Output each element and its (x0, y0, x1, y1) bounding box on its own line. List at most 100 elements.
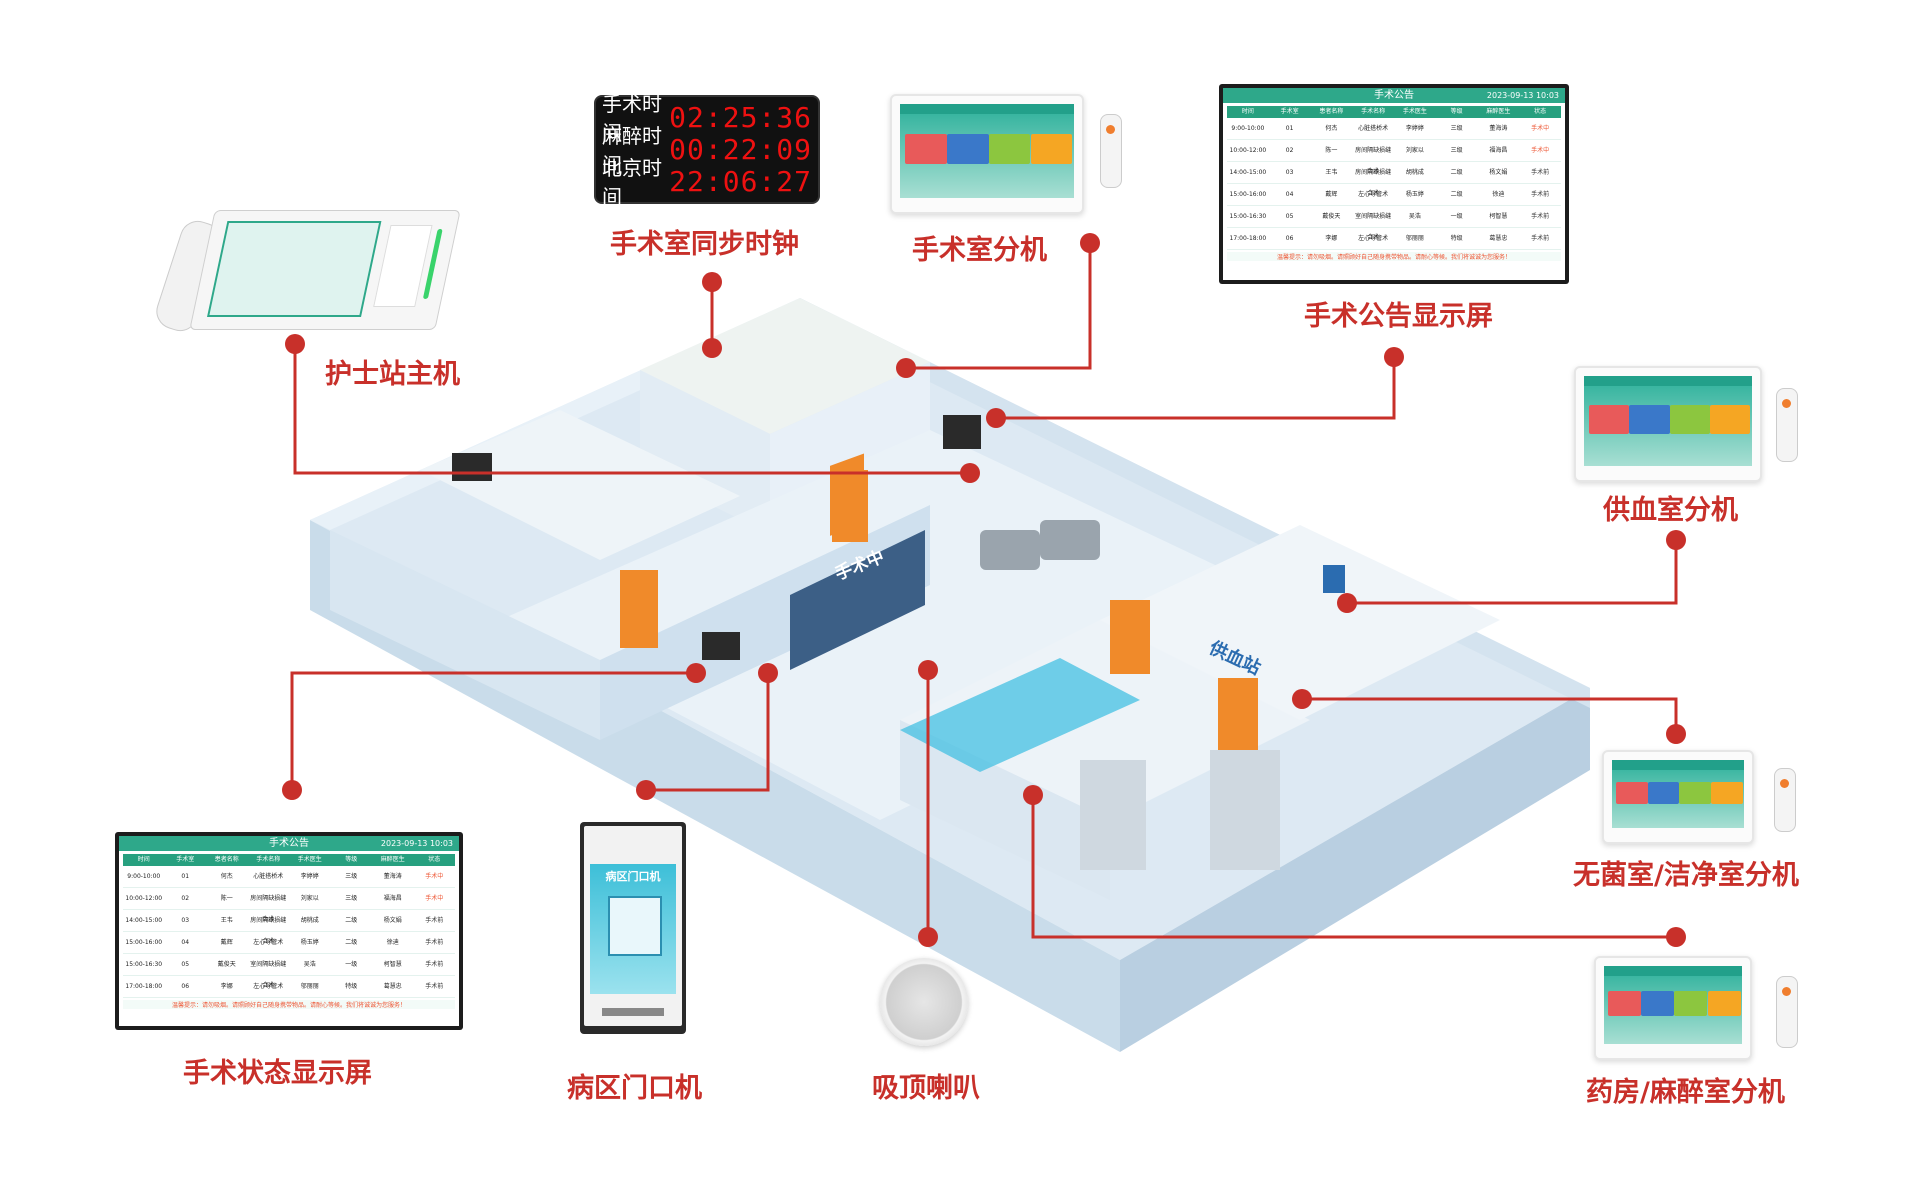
table-cell: 一级 (345, 961, 358, 968)
table-cell: 柯智慧 (1489, 213, 1508, 220)
or-extension-label: 手术室分机 (912, 235, 1047, 266)
table-cell: 刘家以 (300, 895, 319, 902)
table-cell: 王韦 (220, 917, 233, 924)
col-header: 手术名称 (1361, 108, 1386, 115)
table-cell: 董海涛 (1489, 125, 1508, 132)
clock-name: 麻醉时间 (602, 124, 662, 177)
table-cell: 陈一 (220, 895, 233, 902)
ceiling-speaker-label: 吸顶喇叭 (872, 1073, 980, 1104)
table-cell: 03 (1285, 169, 1294, 176)
ceiling-speaker-icon (880, 958, 968, 1046)
table-cell: 二级 (345, 917, 358, 924)
table-cell: 李婷婷 (1405, 125, 1424, 132)
status-cell: 手术前 (1531, 169, 1550, 176)
table-cell: 17:00-18:00 (125, 983, 163, 990)
table-cell: 三级 (345, 895, 358, 902)
col-header: 患者名称 (1319, 108, 1344, 115)
blood-room-tablet (1574, 366, 1762, 482)
col-header: 等级 (345, 856, 358, 863)
table-cell: 9:00-10:00 (127, 873, 161, 880)
table-cell: 戴辉 (1325, 191, 1338, 198)
table-cell: 何杰 (220, 873, 233, 880)
table-cell: 02 (181, 895, 190, 902)
table-cell: 杨文娟 (1489, 169, 1508, 176)
table-cell: 室间隔缺损缝合术 (1355, 213, 1392, 241)
door-terminal-title: 病区门口机 (605, 870, 661, 883)
table-cell: 戴俊天 (1322, 213, 1341, 220)
table-cell: 05 (1285, 213, 1294, 220)
door-terminal-device: 病区门口机 (580, 822, 686, 1034)
table-cell: 二级 (1450, 191, 1463, 198)
table-cell: 福海昌 (383, 895, 402, 902)
door-terminal-label: 病区门口机 (567, 1073, 702, 1104)
status-screen-label: 手术状态显示屏 (183, 1058, 372, 1089)
col-header: 状态 (1534, 108, 1547, 115)
col-header: 手术室 (176, 856, 195, 863)
col-header: 麻醉医生 (380, 856, 405, 863)
table-cell: 戴辉 (220, 939, 233, 946)
table-cell: 一级 (1450, 213, 1463, 220)
table-cell: 陈一 (1325, 147, 1338, 154)
nurse-station-label: 护士站主机 (325, 359, 460, 390)
col-header: 等级 (1450, 108, 1463, 115)
table-cell: 房间隔缺损缝合术 (1355, 147, 1392, 175)
col-header: 时间 (137, 856, 150, 863)
screen-tip: 温馨提示：请勿吸烟。请照顾好自己随身携带物品。请耐心等候。我们将诚诚为您服务！ (1227, 252, 1561, 261)
status-cell: 手术前 (1531, 235, 1550, 242)
table-cell: 06 (181, 983, 190, 990)
table-cell: 邬丽丽 (1405, 235, 1424, 242)
sterile-room-tablet (1602, 750, 1754, 844)
or-extension-tablet (890, 94, 1084, 214)
table-cell: 04 (181, 939, 190, 946)
table-cell: 14:00-15:00 (1229, 169, 1267, 176)
table-cell: 胡桃成 (1405, 169, 1424, 176)
table-cell: 徐迪 (386, 939, 399, 946)
table-cell: 胡桃成 (300, 917, 319, 924)
table-cell: 14:00-15:00 (125, 917, 163, 924)
table-cell: 15:00-16:30 (1229, 213, 1267, 220)
screen-title: 手术公告 (1374, 90, 1414, 101)
leader-lines (290, 243, 1678, 939)
table-cell: 04 (1285, 191, 1294, 198)
table-cell: 三级 (1450, 125, 1463, 132)
status-cell: 手术前 (1531, 191, 1550, 198)
clock-value: 00:22:09 (669, 132, 812, 166)
announce-screen-label: 手术公告显示屏 (1304, 301, 1493, 332)
table-cell: 01 (1285, 125, 1294, 132)
status-cell: 手术前 (425, 983, 444, 990)
table-cell: 吴浩 (303, 961, 316, 968)
pharmacy-room-tablet (1594, 956, 1752, 1060)
screen-date: 2023-09-13 10:03 (1486, 91, 1559, 100)
table-cell: 17:00-18:00 (1229, 235, 1267, 242)
table-cell: 徐迪 (1492, 191, 1505, 198)
table-cell: 二级 (1450, 169, 1463, 176)
table-cell: 王韦 (1325, 169, 1338, 176)
table-cell: 李婷婷 (300, 873, 319, 880)
call-handset-icon (1774, 768, 1796, 832)
table-cell: 葛慧忠 (1489, 235, 1508, 242)
table-cell: 杨玉婷 (300, 939, 319, 946)
status-cell: 手术前 (425, 961, 444, 968)
status-cell: 手术前 (1531, 213, 1550, 220)
table-cell: 室间隔缺损缝合术 (250, 961, 287, 989)
status-cell: 手术前 (425, 917, 444, 924)
table-cell: 二级 (345, 939, 358, 946)
table-cell: 福海昌 (1489, 147, 1508, 154)
nurse-station-device (151, 190, 461, 336)
call-handset-icon (1100, 114, 1122, 188)
table-cell: 李娜 (1325, 235, 1338, 242)
table-cell: 9:00-10:00 (1231, 125, 1265, 132)
status-cell: 手术中 (1531, 125, 1550, 132)
table-cell: 三级 (1450, 147, 1463, 154)
table-cell: 心脏搭桥术 (1358, 125, 1389, 132)
call-handset-icon (1776, 388, 1798, 462)
